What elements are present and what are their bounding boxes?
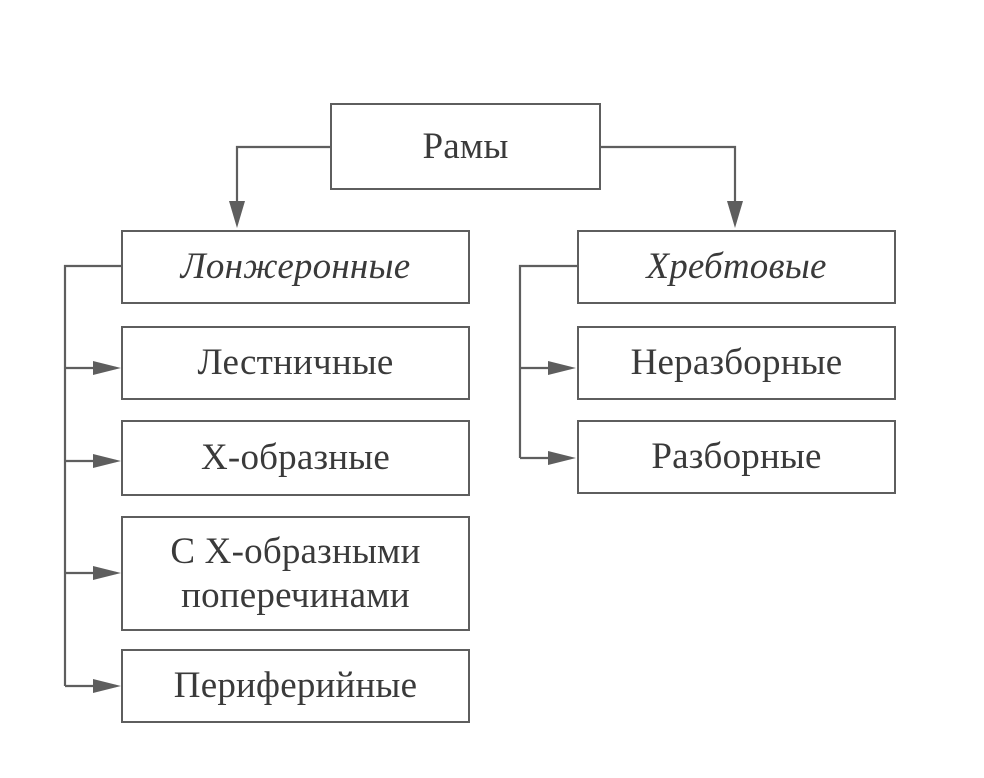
arrowhead-left-branch-3 bbox=[93, 566, 121, 580]
item-node-label: Периферийные bbox=[173, 665, 418, 707]
item-node-label: Лестничные bbox=[197, 342, 394, 384]
item-node-non-detachable: Неразборные bbox=[577, 326, 896, 400]
item-node-detachable: Разборные bbox=[577, 420, 896, 494]
item-node-label: Х-образные bbox=[201, 437, 390, 479]
root-node-label: Рамы bbox=[422, 125, 509, 167]
arrowhead-left-branch-1 bbox=[93, 361, 121, 375]
arrowhead-right-branch-2 bbox=[548, 451, 576, 465]
connector-root-to-right-group bbox=[601, 145, 737, 222]
item-node-perimeter: Периферийные bbox=[121, 649, 470, 723]
group-node-spar-frames: Лонжеронные bbox=[121, 230, 470, 304]
group-node-label: Хребтовые bbox=[646, 246, 827, 288]
item-node-ladder: Лестничные bbox=[121, 326, 470, 400]
group-node-backbone-frames: Хребтовые bbox=[577, 230, 896, 304]
root-node: Рамы bbox=[330, 103, 601, 190]
connector-root-to-left-group bbox=[235, 145, 330, 222]
arrowhead-left-branch-4 bbox=[93, 679, 121, 693]
item-node-x-shaped: Х-образные bbox=[121, 420, 470, 496]
item-node-label: Разборные bbox=[651, 436, 822, 478]
item-node-label: С Х-образными поперечинами bbox=[170, 530, 421, 616]
group-node-label: Лонжеронные bbox=[180, 246, 411, 288]
arrowhead-right-branch-1 bbox=[548, 361, 576, 375]
arrowhead-left-group bbox=[229, 201, 245, 228]
arrowhead-right-group bbox=[727, 201, 743, 228]
arrowhead-left-branch-2 bbox=[93, 454, 121, 468]
item-node-label: Неразборные bbox=[630, 342, 843, 384]
connector-left-spine bbox=[63, 264, 122, 686]
item-node-x-crossmembers: С Х-образными поперечинами bbox=[121, 516, 470, 631]
connector-right-spine bbox=[518, 264, 578, 458]
